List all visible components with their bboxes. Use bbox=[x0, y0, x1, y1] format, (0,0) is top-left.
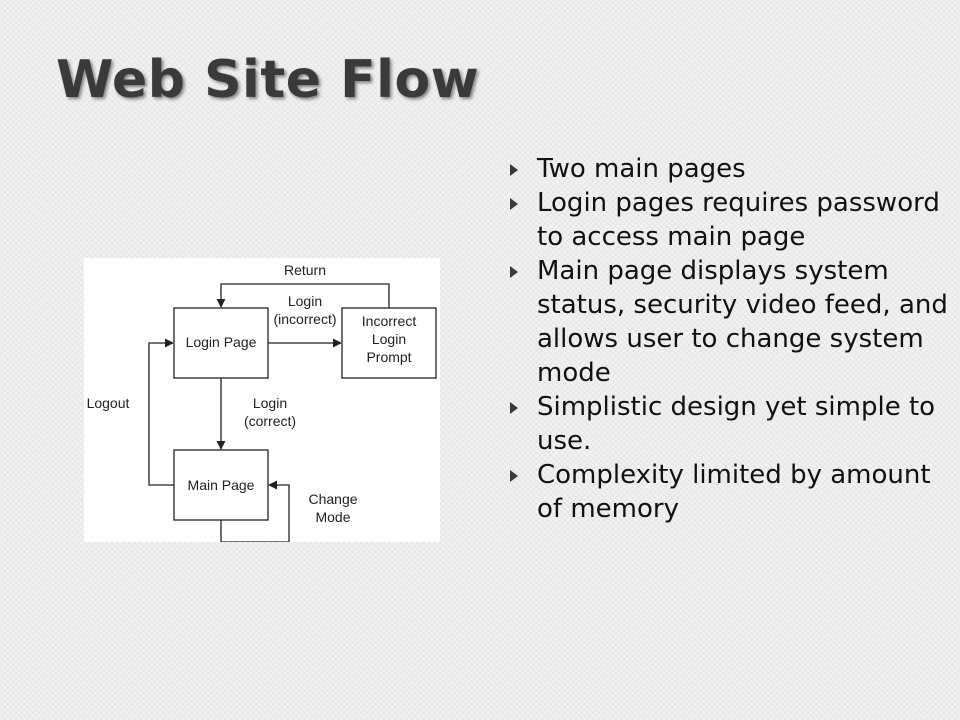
bullet-text: Simplistic design yet simple to use. bbox=[537, 392, 936, 456]
incorrect-prompt-label-line-2: Login bbox=[372, 331, 406, 347]
bullet-item: Complexity limited by amount of memory bbox=[508, 458, 948, 526]
bullet-arrow-icon bbox=[510, 266, 518, 278]
main-page-label: Main Page bbox=[188, 477, 255, 493]
login-page-label: Login Page bbox=[186, 334, 257, 350]
flow-diagram-svg: Login Page Incorrect Login Prompt Main P… bbox=[87, 262, 437, 542]
incorrect-prompt-label-line-1: Incorrect bbox=[362, 313, 417, 329]
slide-title: Web Site Flow bbox=[56, 50, 480, 110]
bullet-text: Main page displays system status, securi… bbox=[537, 256, 948, 388]
bullet-text: Two main pages bbox=[537, 154, 746, 184]
bullet-item: Simplistic design yet simple to use. bbox=[508, 390, 948, 458]
bullet-item: Login pages requires password to access … bbox=[508, 186, 948, 254]
bullet-item: Two main pages bbox=[508, 152, 948, 186]
flow-diagram: Login Page Incorrect Login Prompt Main P… bbox=[84, 258, 440, 542]
change-mode-label-line-2: Mode bbox=[315, 509, 350, 525]
bullet-arrow-icon bbox=[510, 470, 518, 482]
bullet-text: Complexity limited by amount of memory bbox=[537, 460, 931, 524]
logout-edge bbox=[148, 338, 174, 486]
change-mode-label-line-1: Change bbox=[308, 491, 357, 507]
return-label: Return bbox=[284, 262, 326, 278]
login-incorrect-label-line-2: (incorrect) bbox=[273, 311, 336, 327]
bullet-text: Login pages requires password to access … bbox=[537, 188, 940, 252]
bullet-arrow-icon bbox=[510, 198, 518, 210]
return-edge bbox=[216, 283, 390, 308]
login-correct-label-line-1: Login bbox=[253, 395, 287, 411]
logout-label: Logout bbox=[87, 395, 130, 411]
bullet-arrow-icon bbox=[510, 164, 518, 176]
bullet-arrow-icon bbox=[510, 402, 518, 414]
change-mode-edge bbox=[220, 480, 290, 542]
incorrect-prompt-label-line-3: Prompt bbox=[366, 349, 411, 365]
login-incorrect-label-line-1: Login bbox=[288, 293, 322, 309]
bullet-list: Two main pages Login pages requires pass… bbox=[508, 152, 948, 526]
login-correct-label-line-2: (correct) bbox=[244, 413, 296, 429]
bullet-item: Main page displays system status, securi… bbox=[508, 254, 948, 390]
